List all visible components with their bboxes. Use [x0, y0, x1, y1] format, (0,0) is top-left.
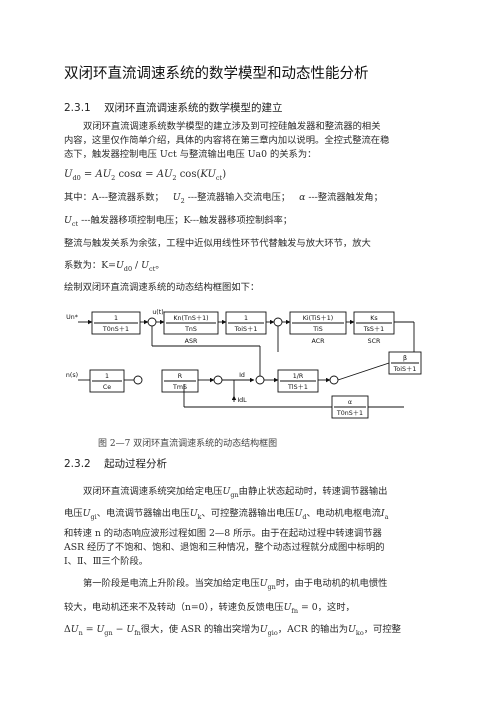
scr-den: TsS＋1 [363, 325, 384, 333]
scr-label: SCR [368, 338, 381, 345]
equation-rectifier: Ud0 = AU2 cosα = AU2 cos(KUct) [64, 169, 227, 182]
paragraph-line-defs: 其中：A---整流器系数； U2 ---整流器输入交流电压； α ---整流器触… [64, 192, 383, 205]
section-title: 双闭环直流调速系统的数学模型的建立 [104, 102, 283, 114]
paragraph-line: 第一阶段是电流上升阶段。当突加给定电压Ugn时，由于电动机的机电惯性 [83, 578, 388, 591]
asr-num: Kn(TnS＋1) [173, 314, 208, 322]
rl-num: 1/R [293, 373, 304, 380]
scr-num: Ks [370, 315, 377, 322]
paragraph-line: 态下，触发器控制电压 Uct 与整流输出电压 Ua0 的关系为： [64, 149, 317, 160]
alpha-num: α [348, 399, 352, 406]
rl-den: TlS＋1 [287, 383, 308, 391]
acr-den: TiS [312, 326, 322, 333]
paragraph-line: 整流与触发关系为余弦，工程中近似用线性环节代替触发与放大环节，放大 [64, 238, 371, 249]
figure-caption: 图 2—7 双闭环直流调速系统的动态结构框图 [98, 439, 278, 449]
ce-den: Ce [103, 384, 111, 391]
tf1-den: T0nS＋1 [102, 325, 129, 333]
paragraph-line-defs2: Uct ---触发器移项控制电压；K---触发器移项控制斜率； [64, 215, 293, 228]
asr-label: ASR [185, 338, 198, 345]
paragraph-line: 电压Ugi、电流调节器输出电压Uk、可控整流器输出电压Ud、电动机电枢电流Ia [64, 508, 389, 521]
label-un: Un* [66, 314, 78, 321]
section-heading-2-3-2: 2.3.2 起动过程分析 [64, 456, 167, 471]
label-idl: IdL [237, 397, 247, 404]
label-ns: n(s) [66, 372, 78, 379]
paragraph-line: ASR 经历了不饱和、饱和、退饱和三种情况，整个动态过程就分成图中标明的 [64, 542, 385, 553]
paragraph-line: 和转速 n 的动态响应波形过程如图 2—8 所示。由于在起动过程中转速调节器 [64, 528, 382, 539]
section-number: 2.3.2 [64, 458, 91, 470]
section-number: 2.3.1 [64, 102, 91, 114]
section-heading-2-3-1: 2.3.1 双闭环直流调速系统的数学模型的建立 [64, 100, 283, 115]
paragraph-line: 较大，电动机还来不及转动（n=0），转速负反馈电压Ufn = 0，这时， [64, 602, 355, 615]
acr-num: Ki(TiS＋1) [303, 314, 334, 322]
asr-den: TnS [184, 326, 197, 333]
paragraph-line: 内容，这里仅作简单介绍，具体的内容将在第三章内加以说明。全控式整流在稳 [64, 135, 390, 146]
beta-num: β [403, 355, 407, 362]
paragraph-line: Ⅰ、Ⅱ、Ⅲ三个阶段。 [64, 556, 149, 567]
tf2-num: 1 [244, 315, 248, 322]
tf2-den: ToiS＋1 [234, 325, 258, 333]
paragraph-line: 绘制双闭环直流调速系统的动态结构框图如下： [64, 282, 260, 293]
ce-num: 1 [105, 373, 109, 380]
r-den: TmS [172, 384, 187, 391]
page-title: 双闭环直流调速系统的数学模型和动态性能分析 [64, 66, 369, 82]
paragraph-line-gain: 系数为：K=Ud0 / Uct。 [64, 260, 165, 273]
label-id: Id [239, 372, 245, 379]
section-title: 起动过程分析 [104, 458, 168, 470]
label-u: u(t) [152, 309, 163, 316]
block-diagram: Un* 1 T0nS＋1 u(t) Kn(TnS＋1) TnS ASR 1 To… [66, 309, 422, 419]
paragraph-line: 双闭环直流调速系统数学模型的建立涉及到可控硅触发器和整流器的相关 [83, 121, 381, 132]
acr-label: ACR [312, 338, 326, 345]
paragraph-line: ΔUn = Ugn − Ufn很大，使 ASR 的输出突增为Ugio，ACR 的… [64, 624, 401, 637]
tf1-num: 1 [114, 315, 118, 322]
paragraph-line: 双闭环直流调速系统突加给定电压Ugn由静止状态起动时，转速调节器输出 [83, 486, 388, 499]
r-num: R [178, 373, 183, 380]
beta-den: ToiS＋1 [393, 365, 417, 373]
alpha-den: T0nS＋1 [336, 409, 363, 417]
